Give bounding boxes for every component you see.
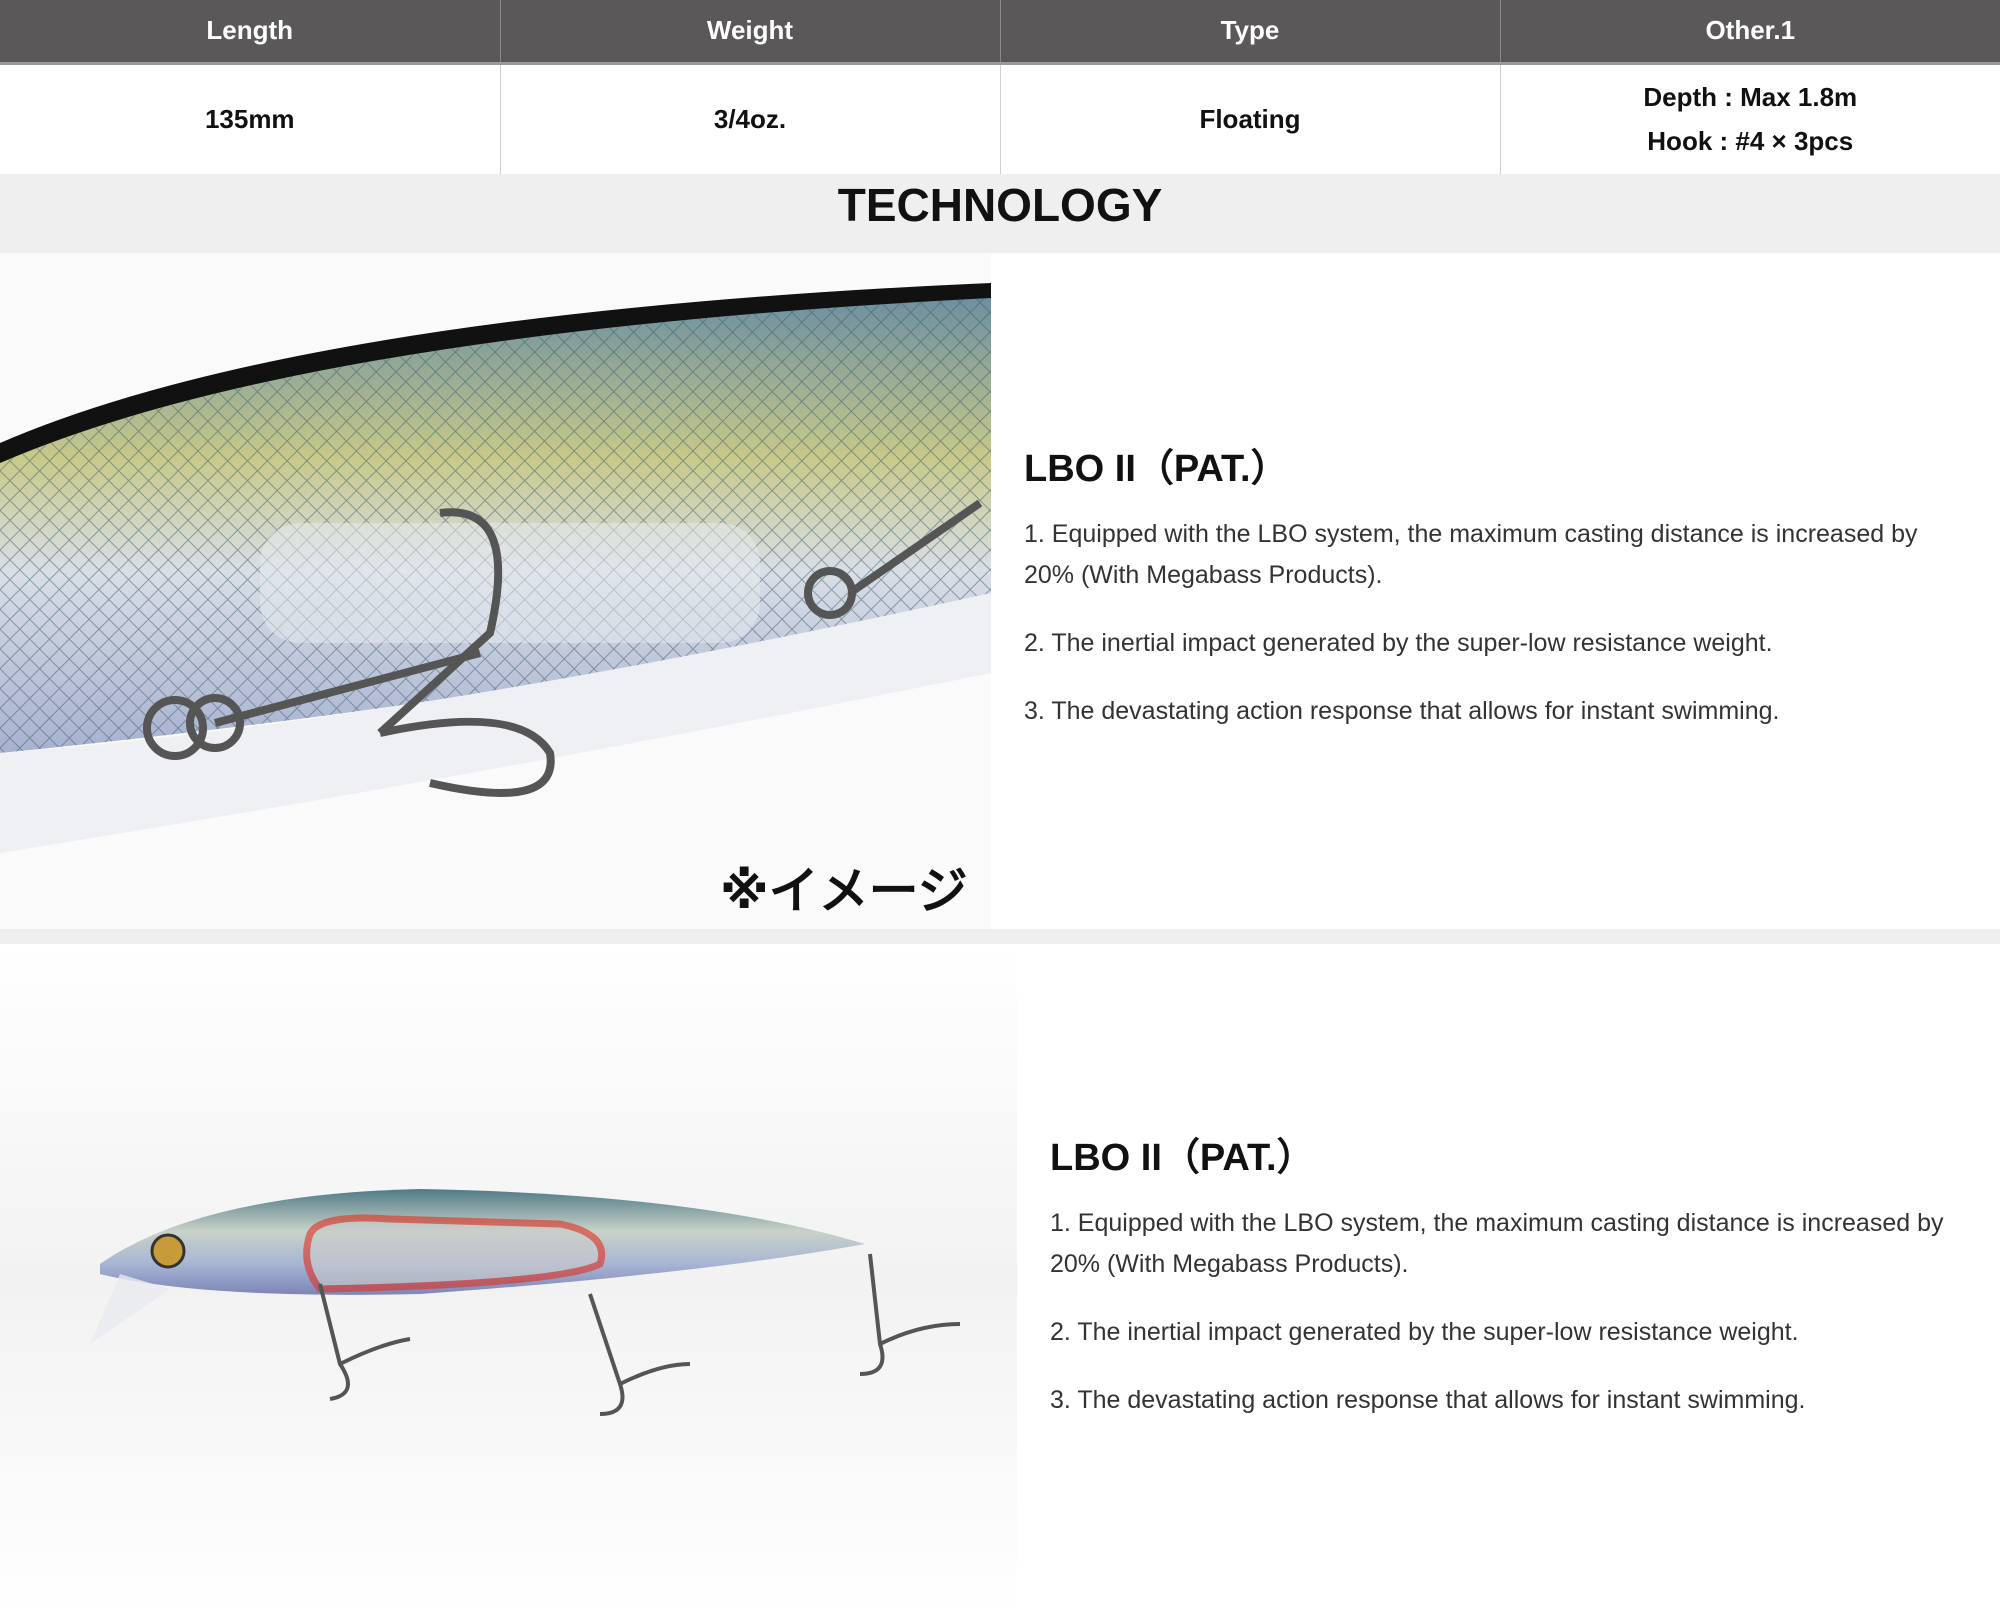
tech-item: 3. The devastating action response that … [1024, 697, 1780, 725]
lure-closeup-image: ※イメージ [0, 253, 991, 929]
tech-item: 3. The devastating action response that … [1050, 1386, 1806, 1414]
tech-text-2: LBO II（PAT.） 1. Equipped with the LBO sy… [1050, 1126, 2000, 1448]
technology-section-2: LBO II（PAT.） 1. Equipped with the LBO sy… [0, 944, 2000, 1619]
technology-heading: TECHNOLOGY [0, 174, 2000, 253]
tech-heading: LBO II（PAT.） [1024, 448, 1289, 490]
hook-value: Hook : #4 × 3pcs [1647, 126, 1854, 157]
header-type: Type [1000, 0, 1501, 65]
image-caption: ※イメージ [720, 862, 968, 920]
lure-xray-image [0, 944, 1017, 1619]
value-length: 135mm [0, 63, 501, 174]
header-other: Other.1 [1500, 0, 2000, 65]
tech-item: 2. The inertial impact generated by the … [1050, 1318, 1799, 1346]
section-divider [0, 929, 2000, 944]
spec-header-row: Length Weight Type Other.1 [0, 0, 2000, 65]
value-type: Floating [1000, 63, 1501, 174]
tech-item: 2. The inertial impact generated by the … [1024, 629, 1773, 657]
depth-value: Depth : Max 1.8m [1643, 82, 1858, 113]
tech-item: 1. Equipped with the LBO system, the max… [1024, 520, 1918, 589]
tech-text-1: LBO II（PAT.） 1. Equipped with the LBO sy… [1024, 437, 1974, 759]
header-length: Length [0, 0, 501, 65]
spec-table: Length Weight Type Other.1 135mm 3/4oz. … [0, 0, 2000, 174]
tech-item: 1. Equipped with the LBO system, the max… [1050, 1209, 1944, 1278]
technology-section-1: ※イメージ LBO II（PAT.） 1. Equipped with the … [0, 253, 2000, 929]
header-weight: Weight [500, 0, 1001, 65]
value-weight: 3/4oz. [500, 63, 1001, 174]
tech-heading: LBO II（PAT.） [1050, 1137, 1315, 1179]
